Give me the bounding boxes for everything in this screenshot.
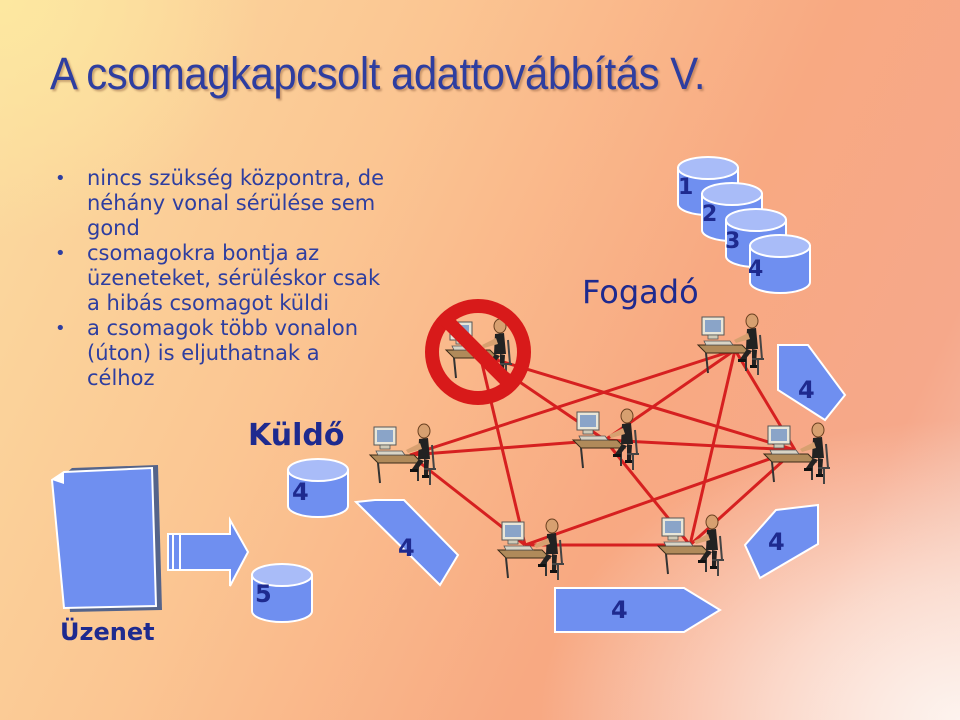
link-line (479, 353, 796, 452)
bullet-line: nincs szükség központra, de (87, 166, 385, 190)
bullet-line: gond (87, 216, 140, 240)
packet-number: 5 (255, 580, 272, 608)
bullet-item: a csomagok több vonalon (úton) is eljuth… (55, 316, 384, 391)
link-line (409, 438, 606, 457)
bullet-item: csomagokra bontja az üzeneteket, sérülés… (55, 241, 384, 316)
packet-number: 3 (725, 229, 740, 254)
bullet-list: nincs szükség központra, de néhány vonal… (55, 166, 384, 391)
link-line (409, 348, 736, 457)
packet-number: 4 (768, 528, 785, 556)
packet-number: 1 (678, 175, 693, 200)
split-arrow-stripes (172, 534, 181, 570)
link-line (478, 354, 527, 546)
bullet-line: néhány vonal sérülése sem (87, 191, 376, 215)
packet-arrow-icon (777, 344, 847, 422)
bullet-line: csomagokra bontja az (87, 241, 320, 265)
packet-arrow-icon (353, 499, 460, 587)
packet-number: 4 (398, 534, 415, 562)
packet-number: 4 (748, 257, 763, 282)
bullet-line: a csomagok több vonalon (87, 316, 359, 340)
link-line (688, 349, 737, 546)
network-node-workstation (657, 514, 725, 577)
sender-workstation (369, 423, 437, 486)
bullet-line: a hibás csomagot küldi (87, 291, 330, 315)
network-node-workstation (572, 408, 640, 471)
sender-label: Küldő (248, 418, 344, 453)
slide-title: A csomagkapcsolt adattovábbítás V. (50, 48, 705, 99)
packet-number: 2 (702, 202, 717, 227)
network-node-workstation (763, 422, 831, 485)
packet-number: 4 (292, 478, 309, 506)
message-label: Üzenet (60, 616, 155, 646)
packet-arrow-icon (554, 587, 722, 633)
bullet-line: (úton) is eljuthatnak a (87, 341, 320, 365)
forbidden-sign-icon (425, 299, 531, 405)
link-line (688, 448, 797, 547)
receiver-label: Fogadó (582, 273, 699, 311)
split-arrow-icon (167, 516, 250, 587)
packet-arrow-icon (743, 503, 819, 580)
packet-number: 4 (798, 376, 815, 404)
network-node-workstation (497, 518, 565, 581)
bullet-line: célhoz (87, 366, 155, 390)
bullet-line: üzeneteket, sérüléskor csak (87, 266, 381, 290)
message-document (50, 465, 162, 612)
bullet-item: nincs szükség központra, de néhány vonal… (55, 166, 384, 241)
page-fold-icon (52, 472, 64, 484)
link-line (524, 448, 796, 547)
packet-number: 4 (611, 596, 628, 624)
